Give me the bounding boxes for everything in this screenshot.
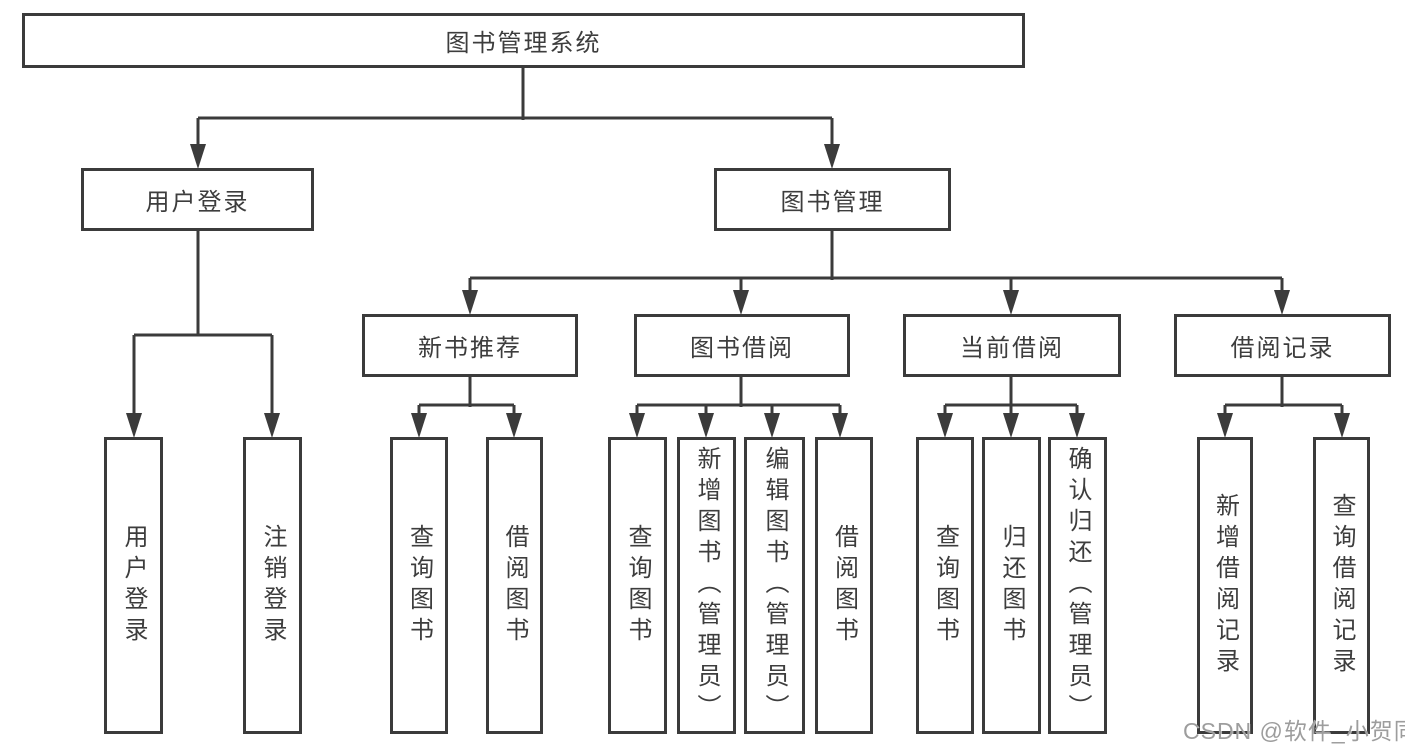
leaf-borrowing-edit-book-admin: 编辑图书（管理员） — [744, 437, 805, 734]
leaf-borrowing-query-book: 查询图书 — [608, 437, 667, 734]
node-new-book-recommend: 新书推荐 — [362, 314, 578, 377]
csdn-watermark: CSDN @软件_小贺同学 — [1183, 718, 1405, 744]
node-current-borrowing: 当前借阅 — [903, 314, 1121, 377]
leaf-logout-login: 注销登录 — [243, 437, 302, 734]
node-book-management: 图书管理 — [714, 168, 951, 231]
leaf-current-query-book: 查询图书 — [916, 437, 974, 734]
node-borrowing-records: 借阅记录 — [1174, 314, 1391, 377]
arrowheads — [126, 144, 1350, 438]
leaf-recommend-borrow-book: 借阅图书 — [486, 437, 543, 734]
node-user-login: 用户登录 — [81, 168, 314, 231]
leaf-borrowing-add-book-admin: 新增图书（管理员） — [677, 437, 736, 734]
leaf-current-confirm-return-admin: 确认归还（管理员） — [1048, 437, 1107, 734]
node-library-management-system: 图书管理系统 — [22, 13, 1025, 68]
leaf-recommend-query-book: 查询图书 — [390, 437, 448, 734]
leaf-current-return-book: 归还图书 — [982, 437, 1041, 734]
leaf-records-query-record: 查询借阅记录 — [1313, 437, 1370, 734]
leaf-records-add-record: 新增借阅记录 — [1197, 437, 1253, 734]
tree-edges — [132, 68, 1344, 417]
leaf-borrowing-borrow-book: 借阅图书 — [815, 437, 873, 734]
node-book-borrowing: 图书借阅 — [634, 314, 850, 377]
leaf-user-login: 用户登录 — [104, 437, 163, 734]
